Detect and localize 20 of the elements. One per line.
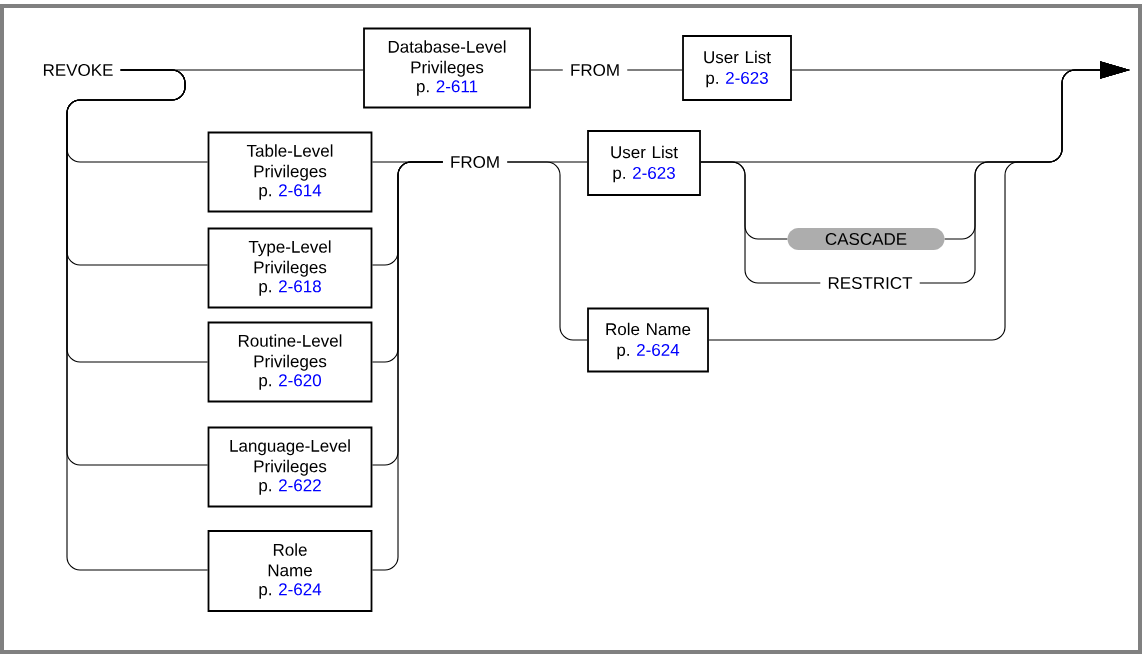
syntax-box: Database-Level Privileges p. 2-611 <box>363 27 531 109</box>
syntax-box: Type-Level Privileges p. 2-618 <box>207 227 373 309</box>
track-line <box>626 69 683 71</box>
syntax-box: Role Name p. 2-624 <box>587 307 709 373</box>
keyword-text: FROM <box>451 156 499 169</box>
track-line <box>371 161 444 571</box>
track-line <box>506 161 588 341</box>
keyword-pill: CASCADE <box>787 228 945 250</box>
syntax-box: Routine-Level Privileges p. 2-620 <box>207 321 373 403</box>
syntax-box: Table-Level Privileges p. 2-614 <box>207 131 373 213</box>
track-line <box>700 161 821 284</box>
syntax-box: User List p. 2-623 <box>587 130 701 196</box>
syntax-box: User List p. 2-623 <box>682 35 792 101</box>
track-line <box>66 69 209 571</box>
keyword-text: REVOKE <box>43 64 113 77</box>
track-line <box>530 69 564 71</box>
keyword-text: FROM <box>571 64 619 77</box>
syntax-box: Language-Level Privileges p. 2-622 <box>207 426 373 508</box>
syntax-box: Role Name p. 2-624 <box>207 530 373 612</box>
keyword-text: RESTRICT <box>828 277 913 290</box>
